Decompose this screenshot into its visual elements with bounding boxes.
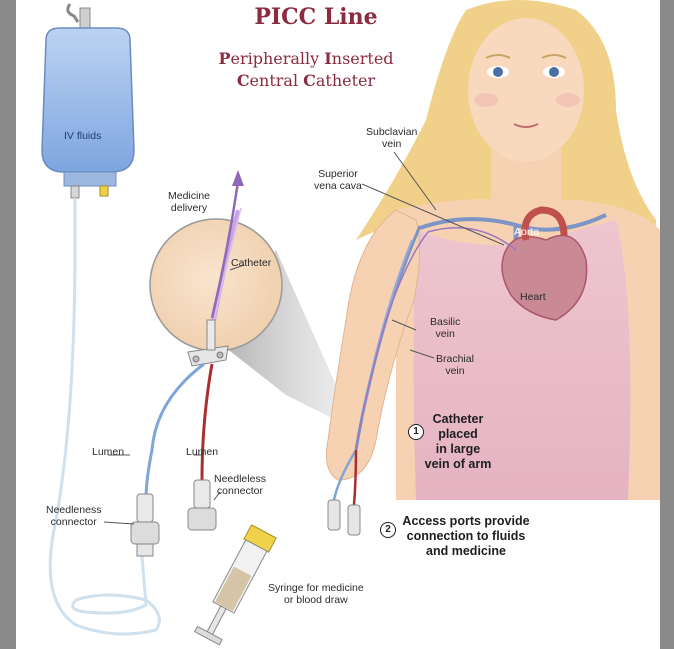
girl-face — [468, 18, 584, 162]
step-2-number: 2 — [380, 522, 396, 538]
picc-catheter-in-vein — [355, 226, 517, 451]
picc-line-illustration: PICC Line Peripherally Inserted Central … — [16, 0, 660, 649]
step-1-number: 1 — [408, 424, 424, 440]
girl-cheek-right — [556, 93, 580, 107]
lumen-blue — [144, 362, 205, 501]
subtitle-line-2: Central Catheter — [236, 71, 376, 90]
label-heart: Heart — [520, 291, 546, 303]
subtitle-line-1: Peripherally Inserted — [218, 49, 394, 68]
girl-arm — [325, 209, 421, 481]
iv-bag — [41, 27, 135, 199]
iv-hook — [66, 3, 91, 31]
syringe — [193, 524, 277, 646]
label-lumen-left: Lumen — [92, 446, 125, 458]
step-1-text: Catheter placed in large vein of arm — [424, 412, 492, 471]
catheter-hub — [187, 319, 229, 367]
leader-lines — [103, 151, 505, 525]
illustration-drawing — [41, 0, 660, 646]
page-subtitle: Peripherally Inserted Central Catheter — [191, 48, 421, 92]
lumen-red — [200, 363, 214, 481]
arm-access-ports — [327, 449, 361, 536]
girl-mouth — [513, 123, 539, 128]
medicine-delivery-arrow — [210, 170, 244, 319]
label-iv-fluids: IV fluids — [64, 130, 102, 142]
label-aorta: Aorta — [514, 226, 540, 238]
aorta-shape — [521, 206, 568, 241]
step-2-text: Access ports provide connection to fluid… — [402, 514, 530, 558]
iv-tubing — [48, 198, 161, 636]
label-catheter: Catheter — [231, 257, 272, 269]
page-title: PICC Line — [254, 4, 378, 30]
needleness-connector-shape — [130, 493, 160, 557]
magnifier-circle — [149, 207, 283, 352]
heart-shape — [501, 234, 588, 321]
needleless-connector-shape — [187, 479, 217, 531]
girl-eyes — [485, 54, 567, 78]
label-lumen-right: Lumen — [186, 446, 219, 458]
girl-cheeks — [474, 93, 498, 107]
